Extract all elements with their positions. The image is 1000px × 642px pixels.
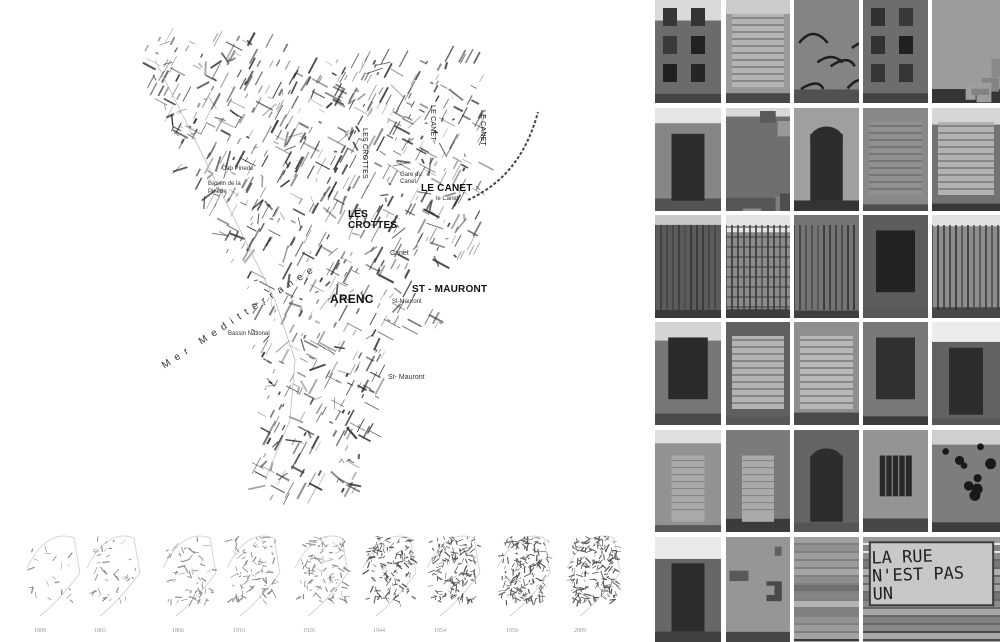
- district-label-arenc: ARENC: [330, 292, 374, 306]
- railway-arc: [467, 111, 539, 201]
- timeline-map-thumb-4: [294, 535, 351, 617]
- timeline-year-1808: 1808: [34, 628, 46, 634]
- facade-photo-4-1: [655, 322, 721, 425]
- timeline-year-1865: 1865: [94, 628, 106, 634]
- district-label-les-crottes-vertical: LES CROTTES: [361, 128, 368, 179]
- place-label-canet: Canet: [390, 250, 409, 257]
- timeline-map-thumb-6: [426, 535, 482, 617]
- place-label-gare-du-canet: Gare du Canet: [400, 172, 422, 185]
- timeline-map-thumb-2: [162, 535, 217, 617]
- facade-photo-2-2: [726, 108, 790, 211]
- facade-photo-1-5: [932, 0, 1000, 103]
- facade-photo-2-1: [655, 108, 721, 211]
- facade-photo-6-2: [726, 537, 790, 642]
- facade-photo-2-3: [794, 108, 859, 211]
- timeline-map-thumb-8: [566, 535, 622, 617]
- facade-photo-grid: [652, 0, 1000, 642]
- district-label-le-canet-right: LE CANET: [479, 110, 486, 146]
- place-label-st-mauront-lower: St- Mauront: [388, 374, 425, 381]
- timeline-year-1959: 1959: [506, 628, 518, 634]
- facade-photo-2-5: [932, 108, 1000, 211]
- timeline-map-thumb-3: [224, 535, 281, 617]
- facade-photo-3-2: [726, 215, 790, 318]
- facade-photo-3-1: [655, 215, 721, 318]
- district-label-st-mauront: ST - MAURONT: [412, 284, 488, 295]
- place-label-le-canet: le Canet: [436, 196, 459, 202]
- timeline-map-thumb-1: [86, 535, 141, 617]
- facade-photo-3-4: [863, 215, 928, 318]
- place-label-bassin-de-la-pinede: Bassin de la Pinede: [208, 181, 241, 195]
- district-label-le-canet: LE CANET: [421, 183, 473, 194]
- facade-photo-1-3: [794, 0, 859, 103]
- facade-photo-1-4: [863, 0, 928, 103]
- facade-photo-5-3: [794, 430, 859, 532]
- district-label-le-canet-vertical: LE CANET: [429, 105, 436, 141]
- place-label-st-mauront: St-Mauront: [392, 299, 422, 305]
- timeline-year-1866: 1866: [172, 628, 184, 634]
- facade-photo-3-3: [794, 215, 859, 318]
- facade-photo-3-5: [932, 215, 1000, 318]
- district-map: LE CANET LE CANET LES CROTTES LE CANET L…: [142, 27, 539, 505]
- street-fragments: [142, 27, 494, 505]
- facade-photo-1-2: [726, 0, 790, 103]
- timeline-year-1944: 1944: [373, 628, 385, 634]
- timeline-thumbnails: [26, 535, 622, 617]
- facade-photo-5-1: [655, 430, 721, 532]
- street-network: [142, 27, 539, 505]
- timeline-map-thumb-0: [26, 535, 81, 617]
- timeline-year-1926: 1926: [303, 628, 315, 634]
- place-label-cap-pinede: Cap Pinede: [222, 166, 254, 172]
- facade-photo-4-3: [794, 322, 859, 425]
- timeline-year-2009: 2009: [574, 628, 586, 634]
- timeline-year-1916: 1916: [233, 628, 245, 634]
- facade-photo-6-1: [655, 537, 721, 642]
- timeline-year-1954: 1954: [434, 628, 446, 634]
- district-label-les-crottes: LES CROTTES: [348, 209, 398, 231]
- facade-photo-5-4: [863, 430, 928, 532]
- timeline-map-thumb-5: [362, 535, 418, 617]
- facade-photo-4-4: [863, 322, 928, 425]
- facade-photo-5-5: [932, 430, 1000, 532]
- facade-photo-2-4: [863, 108, 928, 211]
- facade-photo-4-2: [726, 322, 790, 425]
- place-label-bassin-national: Bassin National: [228, 331, 270, 337]
- facade-photo-1-1: [655, 0, 721, 103]
- facade-photo-5-2: [726, 430, 790, 532]
- facade-photo-6-4: [863, 537, 1000, 642]
- facade-photo-4-5: [932, 322, 1000, 425]
- coastline: [154, 59, 296, 481]
- timeline-map-thumb-7: [496, 535, 553, 617]
- facade-photo-6-3: [794, 537, 859, 642]
- graffiti-sign-text: LA RUE N'EST PAS UN: [871, 546, 965, 605]
- historical-map-timeline: 1808 1865 1866 1916 1926 1944 1954 1959 …: [0, 508, 650, 642]
